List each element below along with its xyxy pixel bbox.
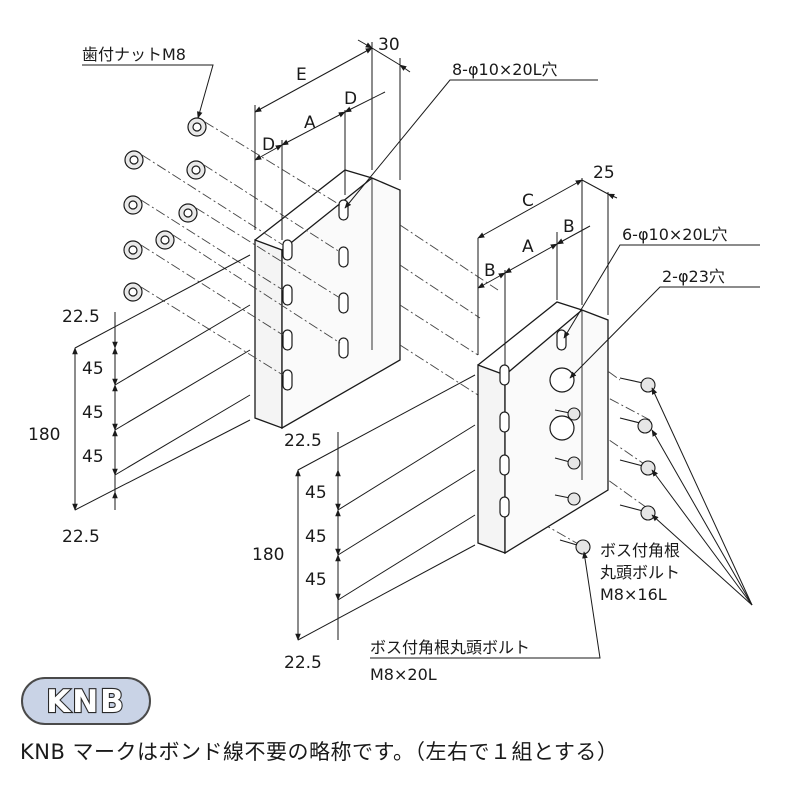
dim-A-left: A xyxy=(304,113,316,133)
nut-icon xyxy=(123,240,143,260)
right-dimension-lines xyxy=(295,178,618,641)
bolt-icon xyxy=(619,377,656,393)
dim-right-pitch-2: 45 xyxy=(305,527,327,547)
dim-left-pitch-2: 45 xyxy=(82,403,104,423)
dim-left-pitch-1: 45 xyxy=(82,359,104,379)
right-dimension-labels: 25 C B A B 22.5 45 45 45 180 22.5 xyxy=(252,163,615,673)
nut-icon xyxy=(123,195,143,215)
dim-25: 25 xyxy=(593,163,615,183)
bolt-icon xyxy=(554,492,581,506)
bolt-16-label-line2: 丸頭ボルト xyxy=(600,563,680,582)
left-dimension-labels: 30 E D A D 22.5 45 45 45 180 22.5 xyxy=(28,35,400,547)
dim-E: E xyxy=(296,65,307,85)
dim-left-edge-bottom: 22.5 xyxy=(62,527,100,547)
dim-right-edge-bottom: 22.5 xyxy=(284,653,322,673)
dim-A-right: A xyxy=(522,237,534,257)
bolt-20-label-line1: ボス付角根丸頭ボルト xyxy=(370,638,530,657)
nut-icon xyxy=(124,150,144,170)
nut-icon xyxy=(187,117,207,137)
holes-2-label: 2-φ23穴 xyxy=(662,267,725,286)
bolt-icon xyxy=(559,539,591,555)
dim-right-pitch-1: 45 xyxy=(305,483,327,503)
right-bracket xyxy=(477,301,609,555)
dim-D-top: D xyxy=(344,89,357,109)
slots-6-label: 6-φ10×20L穴 xyxy=(622,225,728,244)
dim-30: 30 xyxy=(378,35,400,55)
leader-lines xyxy=(82,64,760,659)
dim-right-height: 180 xyxy=(252,545,284,565)
dim-C: C xyxy=(522,191,534,211)
bolt-16-label-line1: ボス付角根 xyxy=(600,541,680,560)
knb-badge-text: KNB xyxy=(46,684,126,720)
left-dimension-lines xyxy=(72,39,411,511)
knb-badge: KNB xyxy=(21,677,151,725)
dim-left-pitch-3: 45 xyxy=(82,447,104,467)
bolt-icon xyxy=(619,504,656,521)
bolt-20-label-line2: M8×20L xyxy=(370,665,437,684)
flange-nut-label: 歯付ナットM8 xyxy=(82,45,186,64)
left-bracket-slots xyxy=(282,199,349,391)
dim-B-top: B xyxy=(563,217,575,237)
bolt-icon xyxy=(619,459,656,476)
nut-icon xyxy=(155,230,175,250)
nut-icon xyxy=(123,282,143,302)
footer-note: KNB マークはボンド線不要の略称です。（左右で１組とする） xyxy=(20,740,619,764)
left-bracket xyxy=(254,169,401,430)
dim-left-edge-top: 22.5 xyxy=(62,307,100,327)
dim-B-left: B xyxy=(484,261,496,281)
bolt-16-label-line3: M8×16L xyxy=(600,585,667,604)
dim-right-edge-top: 22.5 xyxy=(284,431,322,451)
bolt-icon xyxy=(619,417,653,434)
nut-icon xyxy=(178,203,198,223)
dim-right-pitch-3: 45 xyxy=(305,570,327,590)
dim-left-height: 180 xyxy=(28,425,60,445)
slots-8-label: 8-φ10×20L穴 xyxy=(452,60,558,79)
bolt-icon xyxy=(554,456,581,470)
dim-D-left: D xyxy=(262,135,275,155)
nut-icon xyxy=(186,160,206,180)
bolts xyxy=(554,377,656,555)
flange-nuts xyxy=(123,117,207,302)
callout-labels: 歯付ナットM8 8-φ10×20L穴 6-φ10×20L穴 2-φ23穴 ボス付… xyxy=(82,45,728,684)
bolt-icon xyxy=(554,407,581,421)
